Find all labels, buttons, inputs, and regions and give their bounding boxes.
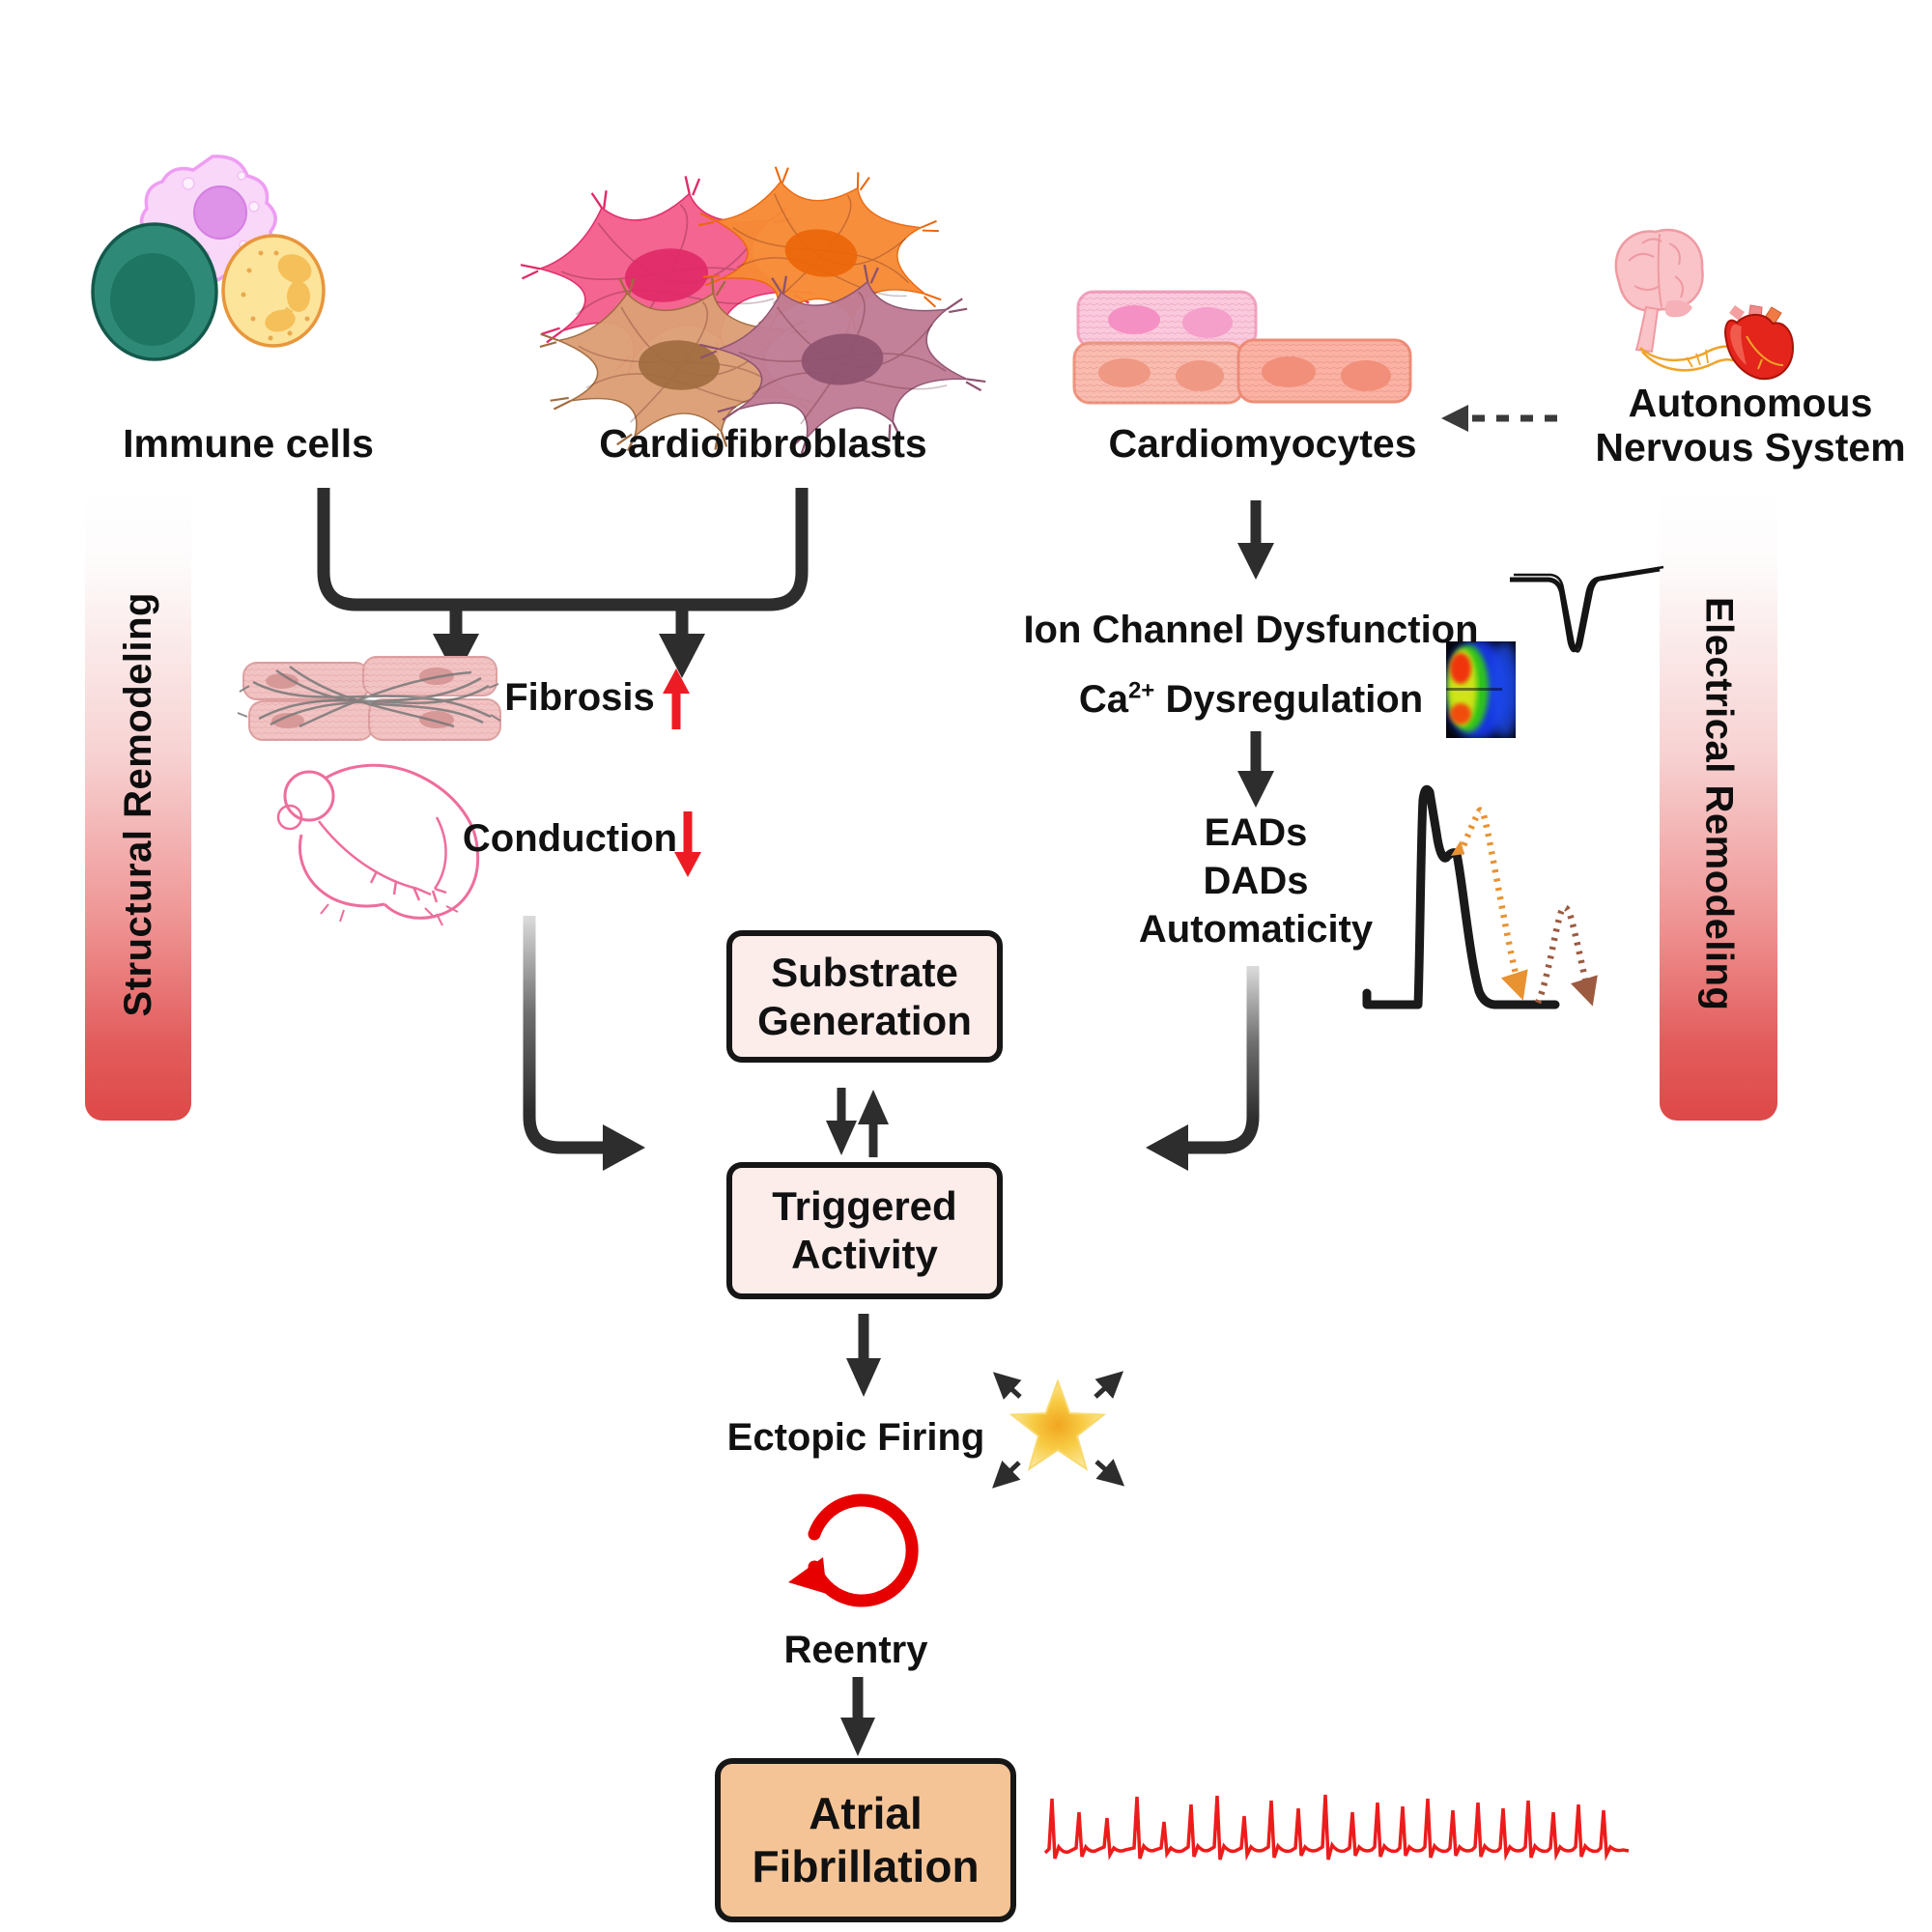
reentry-label: Reentry [783, 1629, 928, 1671]
cardiomyocyte-cells-icon [1072, 290, 1412, 405]
merge-bracket-icon [317, 488, 809, 678]
neutrophil-icon [221, 234, 326, 348]
dad-trace-icon [1535, 904, 1598, 1007]
cardiomyocytes-label: Cardiomyocytes [1108, 421, 1417, 466]
conduction-heart-sketch-icon [276, 763, 480, 926]
conduction-label: Conduction [462, 817, 678, 860]
electrical-remodeling-label: Electrical Remodeling [1697, 597, 1741, 1011]
action-potential-trace-icon [1362, 784, 1598, 1009]
vagus-nerve-icon [1639, 345, 1742, 372]
triggered-line2: Activity [791, 1232, 938, 1277]
dashed-arrow-icon [1441, 405, 1557, 432]
ca-rest: Dysregulation [1154, 678, 1424, 721]
substrate-line2: Generation [757, 997, 972, 1043]
substrate-triggered-arrows-icon [826, 1088, 889, 1157]
eads-label: EADs [1204, 811, 1308, 854]
structural-remodeling-bar: Structural Remodeling [85, 488, 191, 1121]
reentry-loop-icon [788, 1493, 919, 1607]
heart-icon [1724, 304, 1795, 381]
af-line1: Atrial [809, 1787, 923, 1838]
ca-prefix: Ca [1078, 678, 1128, 721]
ans-label-line2: Nervous System [1595, 424, 1906, 469]
ion-current-trace-icon [1510, 565, 1664, 653]
ectopic-star-icon [992, 1371, 1125, 1489]
substrate-line1: Substrate [771, 949, 958, 995]
calcium-heatmap-icon [1446, 641, 1516, 738]
fibrosis-tissue-icon [237, 656, 501, 741]
ans-illustration [1614, 228, 1795, 381]
triggered-to-ectopic-arrow-icon [846, 1314, 881, 1397]
ca-dysregulation-label: Ca2+ Dysregulation [1079, 678, 1423, 722]
dads-label: DADs [1203, 860, 1309, 902]
fibrosis-up-arrow-icon [663, 668, 690, 729]
atrial-fibrillation-node: Atrial Fibrillation [715, 1758, 1016, 1922]
triggered-activity-node: Triggered Activity [726, 1162, 1003, 1299]
ectopic-firing-label: Ectopic Firing [726, 1416, 985, 1459]
fibrosis-label: Fibrosis [504, 676, 655, 719]
reentry-to-af-arrow-icon [840, 1677, 875, 1756]
lymphocyte-icon [91, 222, 218, 361]
immune-cells-icon [91, 155, 326, 361]
brain-icon [1614, 228, 1704, 354]
ca-superscript: 2+ [1127, 677, 1155, 704]
immune-cells-label: Immune cells [123, 421, 374, 466]
automaticity-label: Automaticity [1138, 908, 1374, 951]
ecg-trace-icon [1043, 1794, 1630, 1861]
ion-to-ead-arrow-icon [1237, 731, 1274, 808]
ans-label: Autonomous Nervous System [1595, 381, 1906, 470]
ans-label-line1: Autonomous [1628, 381, 1873, 425]
conduction-down-arrow-icon [674, 811, 701, 877]
structural-elbow-arrow-icon [523, 916, 645, 1171]
cardiomyocytes-down-arrow-icon [1237, 500, 1274, 580]
cardiofibroblast-cells-icon [512, 150, 991, 462]
ion-channel-dysfunction-label: Ion Channel Dysfunction [1023, 609, 1479, 651]
af-line2: Fibrillation [752, 1841, 980, 1891]
substrate-generation-node: Substrate Generation [726, 930, 1003, 1063]
triggered-line1: Triggered [772, 1183, 957, 1230]
electrical-elbow-arrow-icon [1146, 966, 1260, 1171]
cardiofibroblasts-label: Cardiofibroblasts [599, 421, 927, 466]
electrical-remodeling-bar: Electrical Remodeling [1660, 488, 1777, 1121]
